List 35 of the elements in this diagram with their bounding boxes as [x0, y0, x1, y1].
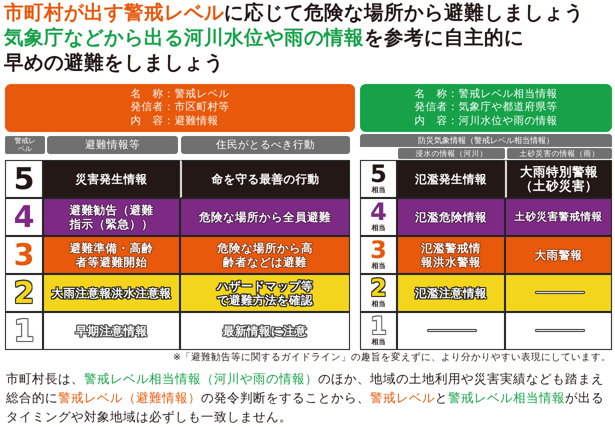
- info-cell: 危険な場所から全員避難: [180, 198, 350, 236]
- level-number: 1: [369, 313, 388, 339]
- info-cell: 避難勧告（避難指示（緊急））: [43, 198, 180, 236]
- level-number: 3: [5, 236, 43, 274]
- info-cell: 危険な場所から高齢者などは避難: [180, 236, 350, 274]
- info-cell: 氾濫警戒情報洪水警報: [397, 236, 505, 274]
- info-cell: 最新情報に注意: [180, 312, 350, 350]
- info-cell: 命を守る最善の行動: [180, 160, 350, 198]
- info-cell: 氾濫発生情報: [397, 160, 505, 198]
- info-cell: 大雨注意報洪水注意報: [43, 274, 180, 312]
- footnote: ※「避難勧告等に関するガイドライン」の趣旨を変えずに、より分かりやすい表現にしています。: [173, 351, 611, 364]
- level-number: 5: [369, 161, 388, 187]
- info-cell: 災害発生情報: [43, 160, 180, 198]
- level-number: 5: [5, 160, 43, 198]
- info-box: 名 称：警戒レベル 発信者：市区町村等 内 容：避難情報: [5, 84, 355, 132]
- info-cell: 早期注意情報: [43, 312, 180, 350]
- header-cell: 防災気象情報（警戒レベル相当情報）: [360, 134, 612, 147]
- info-cell: 氾濫危険情報: [397, 198, 505, 236]
- level-number: 4: [369, 199, 388, 225]
- header-cell: 避難情報等: [47, 136, 178, 154]
- level-number: 2: [5, 274, 43, 312]
- info-box: 名 称：警戒レベル相当情報 発信者：気象庁や都道府県等 内 容：河川水位や雨の情報: [360, 84, 612, 132]
- info-cell: 大雨特別警報（土砂災害）: [505, 160, 612, 198]
- info-cell: ハザードマップ等で避難方法を確認: [180, 274, 350, 312]
- info-cell: 大雨警報: [505, 236, 612, 274]
- info-cell: 避難準備・高齢者等避難開始: [43, 236, 180, 274]
- header-cell: 住民がとるべき行動: [181, 136, 350, 154]
- level-number: 1: [5, 312, 43, 350]
- level-number: 3: [369, 237, 388, 263]
- info-cell: 氾濫注意情報: [397, 274, 505, 312]
- info-cell: 土砂災害警戒情報: [505, 198, 612, 236]
- level-number: 4: [5, 198, 43, 236]
- level-number: 2: [369, 275, 388, 301]
- heading: 市町村が出す警戒レベルに応じて危険な場所から避難しましょう 気象庁などから出る河川水位や雨の情報を参考に自主的に 早めの避難をしましょう: [4, 0, 585, 75]
- body-text: 市町村長は、警戒レベル相当情報（河川や雨の情報）のほか、地域の土地利用や災害実績なども踏まえ総合的に警戒レベル（避難情報）の発令判断をすることから、警戒レベルと 警戒レベル相当情報が出るタイミングや対象地域は必ずしも一致しません。: [6, 370, 605, 426]
